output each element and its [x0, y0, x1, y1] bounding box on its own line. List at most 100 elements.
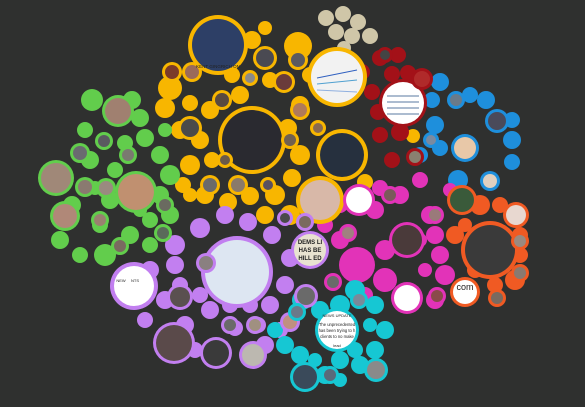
- green-bubble-70[interactable]: [51, 231, 69, 249]
- green-thumbnail-bubble-32[interactable]: [50, 201, 80, 231]
- orange-bubble-130[interactable]: [487, 277, 503, 293]
- green-bubble-69[interactable]: [72, 247, 88, 263]
- cyan-thumbnail-bubble-76[interactable]: [350, 291, 368, 309]
- cyan-thumbnail-bubble-71[interactable]: [315, 308, 359, 352]
- yellow-bubble-26[interactable]: [231, 86, 249, 104]
- yellow-thumbnail-bubble-10[interactable]: [200, 175, 220, 195]
- purple-thumbnail-bubble-54[interactable]: [296, 213, 314, 231]
- green-bubble-60[interactable]: [131, 109, 149, 127]
- beige-bubble-5[interactable]: [362, 28, 378, 44]
- green-thumbnail-bubble-29[interactable]: [102, 95, 134, 127]
- cyan-bubble-149[interactable]: [363, 318, 377, 332]
- magenta-thumbnail-bubble-63[interactable]: [426, 206, 444, 224]
- green-bubble-71[interactable]: [77, 122, 93, 138]
- magenta-thumbnail-bubble-59[interactable]: [428, 287, 446, 305]
- blue-bubble-49[interactable]: [426, 116, 444, 134]
- purple-thumbnail-bubble-53[interactable]: [277, 210, 293, 226]
- blue-thumbnail-bubble-24[interactable]: [451, 134, 479, 162]
- purple-thumbnail-bubble-48[interactable]: [167, 284, 193, 310]
- purple-thumbnail-bubble-51[interactable]: [221, 316, 239, 334]
- yellow-thumbnail-bubble-3[interactable]: [307, 47, 367, 107]
- orange-thumbnail-bubble-68[interactable]: [511, 232, 529, 250]
- green-bubble-75[interactable]: [107, 162, 123, 178]
- orange-thumbnail-bubble-69[interactable]: [488, 289, 506, 307]
- yellow-bubble-35[interactable]: [406, 129, 420, 143]
- green-thumbnail-bubble-41[interactable]: [91, 211, 109, 229]
- blue-bubble-47[interactable]: [431, 73, 449, 91]
- orange-thumbnail-bubble-66[interactable]: [503, 202, 529, 228]
- purple-thumbnail-bubble-43[interactable]: [110, 262, 158, 310]
- cyan-thumbnail-bubble-75[interactable]: [288, 303, 306, 321]
- magenta-bubble-107[interactable]: [373, 268, 397, 292]
- magenta-thumbnail-bubble-57[interactable]: [389, 222, 425, 258]
- magenta-thumbnail-bubble-56[interactable]: [343, 184, 375, 216]
- purple-bubble-86[interactable]: [263, 226, 281, 244]
- purple-thumbnail-bubble-42[interactable]: [201, 236, 273, 308]
- beige-bubble-3[interactable]: [328, 24, 344, 40]
- yellow-bubble-29[interactable]: [182, 95, 198, 111]
- red-bubble-44[interactable]: [384, 152, 400, 168]
- purple-thumbnail-bubble-46[interactable]: [239, 341, 267, 369]
- yellow-thumbnail-bubble-14[interactable]: [290, 100, 310, 120]
- purple-thumbnail-bubble-47[interactable]: [291, 231, 329, 269]
- green-thumbnail-bubble-30[interactable]: [38, 160, 74, 196]
- yellow-bubble-13[interactable]: [180, 155, 200, 175]
- magenta-thumbnail-bubble-60[interactable]: [381, 186, 399, 204]
- cyan-thumbnail-bubble-73[interactable]: [364, 358, 388, 382]
- green-thumbnail-bubble-39[interactable]: [154, 224, 172, 242]
- yellow-thumbnail-bubble-12[interactable]: [212, 90, 232, 110]
- purple-bubble-92[interactable]: [201, 301, 219, 319]
- green-thumbnail-bubble-40[interactable]: [111, 237, 129, 255]
- purple-bubble-98[interactable]: [192, 287, 208, 303]
- blue-bubble-56[interactable]: [462, 87, 478, 103]
- red-bubble-43[interactable]: [391, 123, 409, 141]
- purple-bubble-84[interactable]: [216, 206, 234, 224]
- purple-bubble-88[interactable]: [276, 276, 294, 294]
- green-thumbnail-bubble-34[interactable]: [95, 132, 113, 150]
- green-bubble-79[interactable]: [142, 237, 158, 253]
- green-bubble-58[interactable]: [81, 89, 103, 111]
- yellow-thumbnail-bubble-15[interactable]: [217, 152, 233, 168]
- yellow-thumbnail-bubble-16[interactable]: [260, 177, 276, 193]
- cyan-bubble-144[interactable]: [291, 346, 309, 364]
- yellow-bubble-9[interactable]: [258, 21, 272, 35]
- cyan-bubble-142[interactable]: [331, 351, 349, 369]
- blue-thumbnail-bubble-26[interactable]: [480, 171, 500, 191]
- yellow-thumbnail-bubble-19[interactable]: [310, 120, 326, 136]
- yellow-thumbnail-bubble-11[interactable]: [228, 175, 248, 195]
- green-thumbnail-bubble-31[interactable]: [115, 171, 157, 213]
- cyan-bubble-145[interactable]: [276, 336, 294, 354]
- yellow-thumbnail-bubble-18[interactable]: [281, 131, 299, 149]
- yellow-thumbnail-bubble-13[interactable]: [296, 176, 344, 224]
- magenta-bubble-105[interactable]: [339, 247, 375, 283]
- purple-thumbnail-bubble-50[interactable]: [294, 284, 318, 308]
- blue-bubble-48[interactable]: [424, 92, 440, 108]
- magenta-bubble-111[interactable]: [431, 246, 449, 264]
- green-bubble-68[interactable]: [94, 244, 116, 266]
- green-thumbnail-bubble-35[interactable]: [75, 177, 95, 197]
- magenta-thumbnail-bubble-61[interactable]: [339, 224, 357, 242]
- purple-thumbnail-bubble-55[interactable]: [246, 316, 264, 334]
- orange-bubble-126[interactable]: [492, 197, 508, 213]
- purple-thumbnail-bubble-49[interactable]: [196, 253, 216, 273]
- yellow-thumbnail-bubble-0[interactable]: [188, 15, 248, 75]
- orange-bubble-133[interactable]: [458, 218, 472, 232]
- purple-bubble-89[interactable]: [261, 296, 279, 314]
- purple-bubble-82[interactable]: [165, 235, 185, 255]
- orange-thumbnail-bubble-64[interactable]: [461, 221, 519, 279]
- yellow-bubble-34[interactable]: [183, 188, 197, 202]
- orange-bubble-131[interactable]: [446, 226, 464, 244]
- yellow-thumbnail-bubble-9[interactable]: [178, 116, 202, 140]
- beige-bubble-0[interactable]: [318, 10, 334, 26]
- yellow-bubble-21[interactable]: [256, 206, 274, 224]
- green-bubble-62[interactable]: [151, 146, 169, 164]
- beige-bubble-2[interactable]: [350, 14, 366, 30]
- purple-bubble-95[interactable]: [166, 256, 184, 274]
- yellow-thumbnail-bubble-1[interactable]: [218, 106, 286, 174]
- purple-bubble-83[interactable]: [190, 218, 210, 238]
- purple-thumbnail-bubble-45[interactable]: [200, 337, 232, 369]
- yellow-thumbnail-bubble-4[interactable]: [253, 46, 277, 70]
- magenta-thumbnail-bubble-62[interactable]: [324, 273, 342, 291]
- red-bubble-42[interactable]: [372, 127, 388, 143]
- beige-bubble-4[interactable]: [344, 28, 360, 44]
